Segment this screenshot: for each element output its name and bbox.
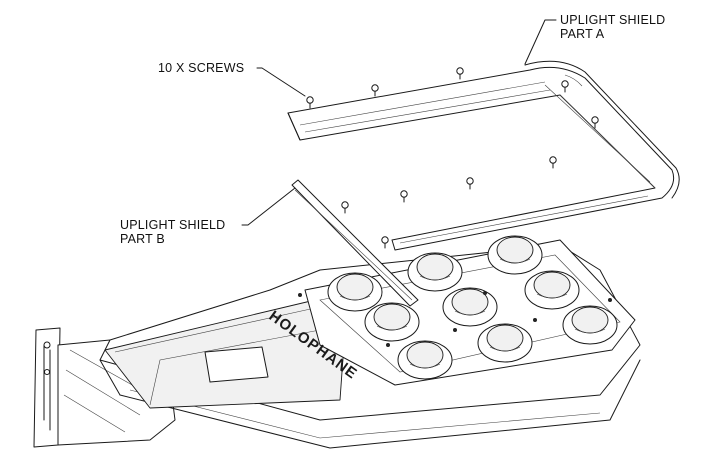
callout-part-b-line2: PART B xyxy=(120,232,165,246)
callout-part-a-line1: UPLIGHT SHIELD xyxy=(560,13,666,27)
screw xyxy=(561,80,569,93)
tray-fastener-holes xyxy=(298,291,612,347)
callout-part-b-line1: UPLIGHT SHIELD xyxy=(120,218,226,232)
screws-group xyxy=(306,67,599,249)
screw xyxy=(549,156,557,169)
leader-screws xyxy=(256,67,306,97)
led-optic xyxy=(524,270,580,310)
screw xyxy=(456,67,464,80)
callout-screws-label: 10 X SCREWS xyxy=(158,61,245,75)
led-optic xyxy=(442,287,498,327)
leader-part-b xyxy=(241,187,296,226)
led-optics-array xyxy=(327,235,618,380)
leader-lines xyxy=(241,19,557,226)
screw xyxy=(306,96,314,109)
led-optic xyxy=(562,305,618,345)
screw xyxy=(591,116,599,129)
callout-uplight-shield-part-b: UPLIGHT SHIELD PART B xyxy=(120,218,225,246)
led-optic xyxy=(364,302,420,342)
callout-uplight-shield-part-a: UPLIGHT SHIELD PART A xyxy=(560,13,665,41)
leader-part-a xyxy=(524,19,557,65)
led-optic xyxy=(477,323,533,363)
screw xyxy=(466,177,474,190)
led-optic xyxy=(327,272,383,312)
screw xyxy=(381,236,389,249)
callout-part-a-line2: PART A xyxy=(560,27,605,41)
led-optic xyxy=(407,252,463,292)
led-optic xyxy=(397,340,453,380)
callout-screws: 10 X SCREWS xyxy=(158,61,244,75)
screw xyxy=(400,190,408,203)
uplight-shield-part-a xyxy=(287,60,680,251)
led-optic xyxy=(487,235,543,275)
screw xyxy=(341,201,349,214)
screw xyxy=(371,84,379,97)
